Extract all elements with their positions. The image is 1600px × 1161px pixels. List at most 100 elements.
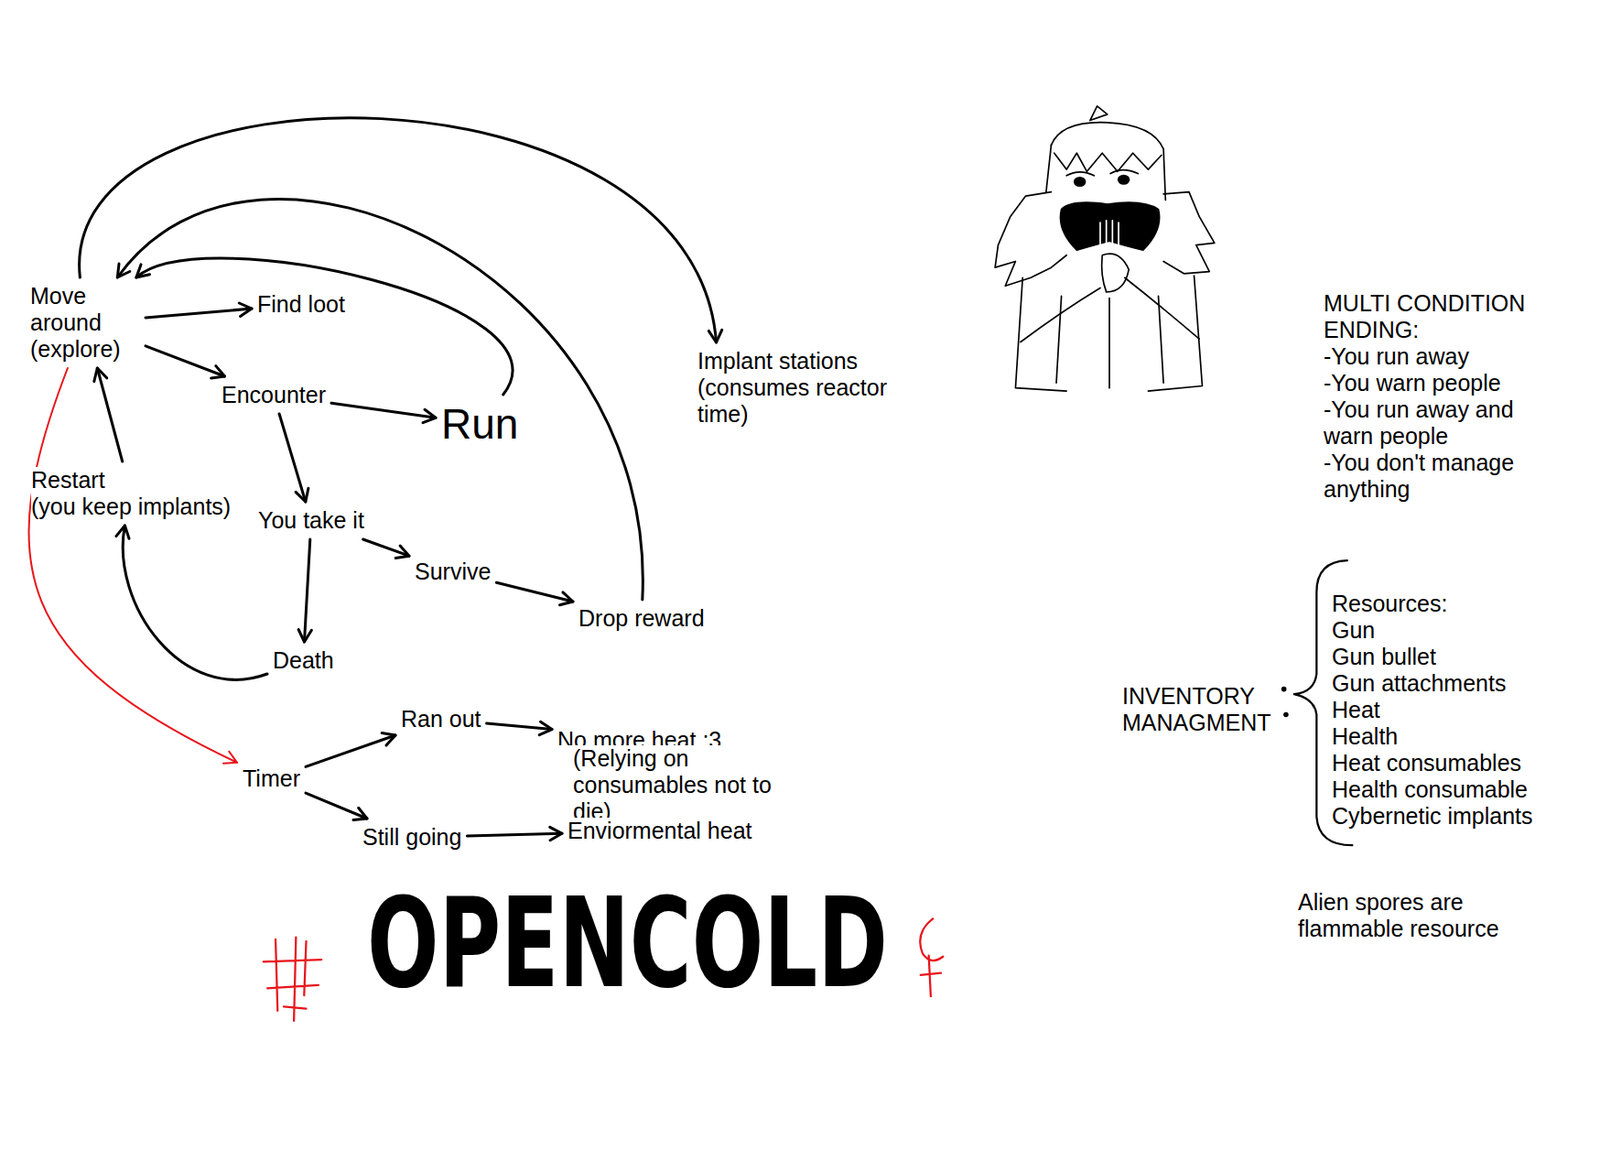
eye-lids: [1066, 170, 1138, 176]
flow-arrow: [279, 413, 309, 502]
note-text: Alien spores are flammable resource: [1297, 888, 1536, 942]
step-text: Move around (explore): [30, 282, 141, 363]
flow-step: Death: [272, 647, 335, 674]
arrow-head: [117, 263, 130, 278]
step-text: Restart: [31, 466, 231, 494]
hair-sides: [1046, 144, 1166, 200]
arrow-head: [136, 264, 151, 278]
red-glyph-right: [919, 918, 943, 997]
arrow-head: [539, 721, 552, 735]
flow-arrow: [145, 302, 252, 318]
arrow-head: [238, 302, 252, 316]
arrow-line: [145, 308, 252, 318]
flow-arrow: [305, 792, 368, 821]
flow-step: Encounter: [221, 381, 326, 409]
step-text: Survive: [414, 558, 491, 585]
arrow-head: [708, 329, 722, 343]
eye: [1073, 176, 1086, 187]
sketch-group: [263, 106, 1353, 1021]
flow-arrow: [486, 721, 552, 735]
note-text: -You warn people: [1323, 369, 1502, 397]
arrow-head: [353, 807, 368, 820]
flow-step: Drop reward: [578, 605, 705, 632]
arrow-head: [550, 826, 563, 840]
step-text: Still going: [362, 823, 462, 851]
note-text: Gun: [1331, 616, 1375, 644]
arrow-line: [304, 539, 311, 642]
head-outline: [1050, 122, 1164, 150]
note-text: Health consumable: [1331, 776, 1528, 803]
note-text: Cybernetic implants: [1331, 802, 1534, 830]
arrow-head: [94, 367, 108, 382]
note-text: Gun bullet: [1331, 643, 1437, 671]
flow-arrow: [496, 582, 573, 606]
mask-hand-fingers: [1100, 220, 1119, 254]
note-text: -You run away: [1323, 343, 1470, 370]
step-note: (you keep implants): [31, 493, 231, 520]
note-text: MULTI CONDITION ENDING:: [1323, 290, 1544, 344]
step-text: Ran out: [400, 705, 482, 733]
arrow-head: [223, 751, 238, 764]
coat-outline: [1015, 275, 1202, 391]
arrow-line: [122, 525, 268, 680]
flow-arrow: [363, 539, 410, 559]
note-text: Heat consumables: [1331, 749, 1522, 777]
red-glyph-left: [263, 937, 323, 1021]
arrow-head: [560, 592, 574, 606]
arrow-line: [79, 118, 717, 343]
hair-bangs: [1054, 152, 1162, 172]
arrow-head: [211, 366, 226, 379]
eye: [1117, 174, 1130, 185]
flow-arrow: [331, 402, 436, 422]
gas-mask: [1059, 202, 1159, 250]
note-text: INVENTORY MANAGMENT: [1122, 682, 1283, 736]
arrow-line: [28, 367, 238, 763]
note-text: Health: [1331, 723, 1398, 750]
flow-step: Survive: [414, 558, 491, 585]
note-text: -You don't manage anything: [1323, 449, 1544, 503]
flow-step: No more heat :3(Relying on consumables n…: [557, 726, 793, 825]
flow-arrow: [79, 118, 723, 343]
fur-collar-right: [1163, 192, 1215, 274]
hand: [1102, 253, 1130, 292]
flow-arrow: [298, 539, 312, 642]
flow-step: Run: [441, 400, 519, 448]
flow-arrow: [117, 198, 643, 600]
arrow-line: [305, 735, 396, 767]
coat-lines: [1056, 295, 1164, 388]
flow-step: Ran out: [400, 705, 482, 733]
flow-step: Implant stations (consumes reactor time): [697, 347, 918, 428]
flow-arrow: [94, 367, 123, 462]
arrow-head: [422, 409, 436, 422]
step-text: Timer: [242, 765, 301, 792]
note-text: -You run away and warn people: [1323, 396, 1544, 450]
arrow-line: [97, 367, 122, 462]
flow-step: Timer: [242, 765, 301, 792]
arrow-line: [279, 413, 306, 502]
arrow-head: [381, 733, 396, 746]
arrow-line: [145, 345, 226, 377]
flow-step: Find loot: [257, 291, 346, 318]
fur-collar-left: [994, 192, 1067, 287]
flow-step: Still going: [362, 823, 462, 851]
flow-step: Enviormental heat: [567, 817, 753, 844]
flow-arrow: [136, 258, 513, 395]
arrow-head: [116, 525, 130, 539]
flow-arrow: [28, 367, 238, 764]
step-text: Find loot: [257, 291, 346, 318]
flow-arrow: [466, 826, 563, 840]
arrow-head: [295, 487, 309, 502]
flow-arrow: [116, 525, 268, 680]
step-note: (Relying on consumables not to die): [557, 745, 793, 825]
step-text: Enviormental heat: [567, 817, 753, 844]
arrow-line: [466, 832, 563, 836]
arrow-line: [305, 792, 368, 819]
bullet-dot: [1283, 712, 1289, 718]
step-text: Run: [441, 400, 519, 448]
bullet-dot: [1281, 686, 1287, 692]
flow-arrow: [305, 733, 396, 768]
arrow-line: [331, 402, 436, 418]
flow-step: Restart(you keep implants): [31, 466, 231, 520]
flow-step: Move around (explore): [30, 282, 141, 363]
